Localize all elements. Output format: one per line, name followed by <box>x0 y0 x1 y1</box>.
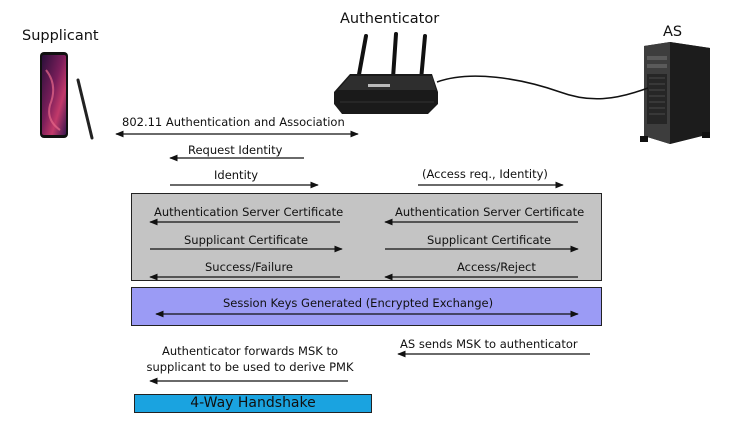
label-msk-forward-line2: supplicant to be used to derive PMK <box>146 360 354 374</box>
smartphone-icon <box>40 52 94 140</box>
tls-exchange-box <box>131 193 602 281</box>
label-identity: Identity <box>214 168 259 182</box>
label-supp-cert-left: Supplicant Certificate <box>184 233 309 247</box>
supplicant-title: Supplicant <box>22 28 99 44</box>
label-as-cert-left: Authentication Server Certificate <box>154 205 344 219</box>
label-session-keys: Session Keys Generated (Encrypted Exchan… <box>223 296 494 310</box>
handshake-box: 4-Way Handshake <box>134 394 372 413</box>
as-title: AS <box>663 24 683 40</box>
server-tower-icon <box>640 42 710 144</box>
label-auth-assoc: 802.11 Authentication and Association <box>122 115 345 129</box>
label-msk-forward-line1: Authenticator forwards MSK to <box>161 344 339 358</box>
label-request-identity: Request Identity <box>188 143 283 157</box>
label-as-cert-right: Authentication Server Certificate <box>395 205 585 219</box>
label-access-reject: Access/Reject <box>457 260 536 274</box>
label-as-sends-msk: AS sends MSK to authenticator <box>400 337 578 351</box>
session-keys-box <box>131 287 602 326</box>
label-access-req: (Access req., Identity) <box>422 167 548 181</box>
network-cable <box>436 75 649 100</box>
label-success-failure: Success/Failure <box>205 260 294 274</box>
authenticator-title: Authenticator <box>340 11 440 27</box>
label-supp-cert-right: Supplicant Certificate <box>427 233 552 247</box>
router-icon <box>334 32 438 114</box>
